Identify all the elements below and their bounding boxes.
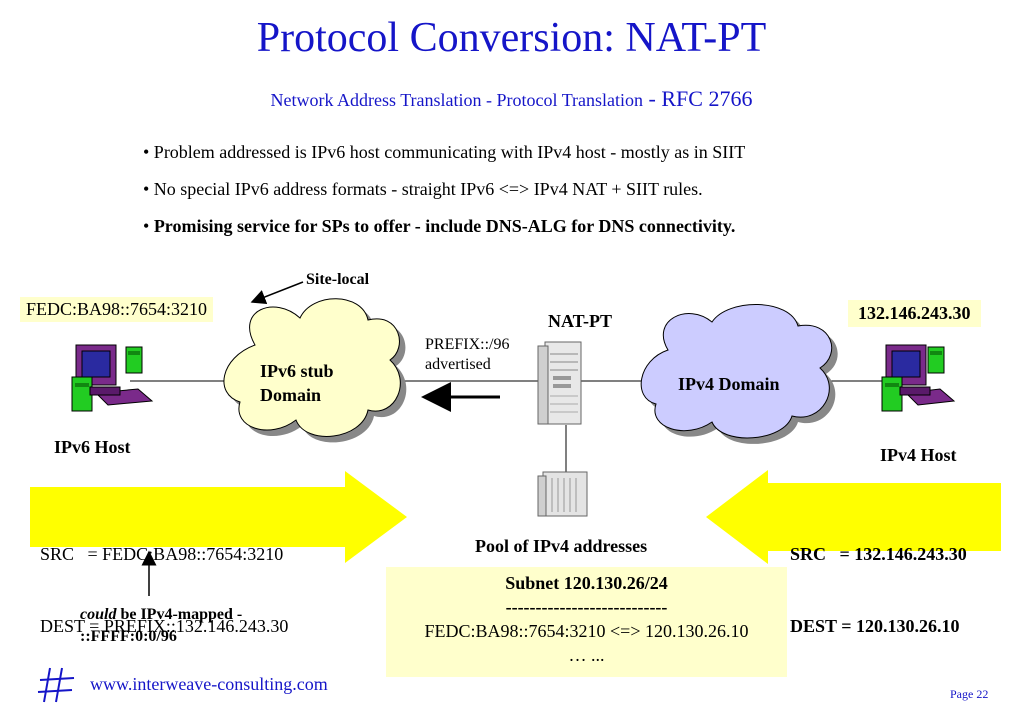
pool-label: Pool of IPv4 addresses bbox=[475, 536, 648, 556]
subnet-title: Subnet 120.130.26/24 bbox=[505, 573, 668, 593]
right-packet-text: SRC = 132.146.243.30 DEST = 120.130.26.1… bbox=[790, 494, 967, 662]
subnet-ellipsis: … ... bbox=[568, 645, 605, 665]
nat-pt-server-icon bbox=[537, 341, 582, 425]
ipv6-cloud-line-1: IPv6 stub bbox=[260, 361, 334, 381]
ipv4-host-computer-icon bbox=[881, 344, 956, 412]
prefix-line-2: advertised bbox=[425, 356, 491, 373]
right-packet-dest: DEST = 120.130.26.10 bbox=[790, 616, 960, 636]
left-packet-dest: DEST = PREFIX::132.146.243.30 bbox=[40, 616, 289, 636]
left-packet-arrow bbox=[30, 471, 407, 563]
ipv4-host-label: IPv4 Host bbox=[880, 445, 957, 465]
left-packet-text: SRC = FEDC:BA98::7654:3210 DEST = PREFIX… bbox=[40, 494, 288, 662]
subnet-mapping: FEDC:BA98::7654:3210 <=> 120.130.26.10 bbox=[424, 621, 749, 641]
subnet-divider: --------------------------- bbox=[505, 597, 668, 617]
ipv4-cloud bbox=[640, 304, 838, 444]
left-packet-src: SRC = FEDC:BA98::7654:3210 bbox=[40, 544, 284, 564]
bullet-2: • No special IPv6 address formats - stra… bbox=[143, 179, 703, 199]
mapped-note-italic: could bbox=[80, 606, 117, 623]
page-title: Protocol Conversion: NAT-PT bbox=[256, 15, 767, 61]
bullet-3-text: Promising service for SPs to offer - inc… bbox=[153, 216, 736, 236]
prefix-label: PREFIX::/96 advertised bbox=[425, 335, 509, 375]
ipv6-host-label: IPv6 Host bbox=[54, 437, 131, 457]
right-packet-src: SRC = 132.146.243.30 bbox=[790, 544, 967, 564]
subtitle-main: Network Address Translation - Protocol T… bbox=[270, 90, 644, 110]
bullet-3-marker: • bbox=[143, 216, 154, 236]
mapped-note-rest: be IPv4-mapped - bbox=[116, 606, 243, 623]
hash-logo-icon bbox=[37, 667, 75, 703]
pool-server-icon bbox=[537, 471, 588, 517]
mapped-note-line-1: could be IPv4-mapped - bbox=[80, 604, 242, 626]
page-subtitle: Network Address Translation - Protocol T… bbox=[0, 86, 1023, 112]
ipv6-address-box: FEDC:BA98::7654:3210 bbox=[20, 297, 214, 322]
subnet-box: Subnet 120.130.26/24 -------------------… bbox=[386, 567, 787, 677]
nat-pt-label: NAT-PT bbox=[548, 311, 613, 331]
mapped-note-line-2: ::FFFF:0:0/96 bbox=[80, 628, 177, 645]
ipv6-address: FEDC:BA98::7654:3210 bbox=[26, 299, 208, 319]
ipv4-address-box: 132.146.243.30 bbox=[848, 300, 981, 327]
site-local-label: Site-local bbox=[306, 271, 370, 288]
bullet-3: • Promising service for SPs to offer - i… bbox=[143, 216, 735, 237]
bullet-1: • Problem addressed is IPv6 host communi… bbox=[143, 142, 746, 162]
ipv4-address: 132.146.243.30 bbox=[858, 303, 971, 323]
prefix-line-1: PREFIX::/96 bbox=[425, 336, 510, 353]
site-local-arrow bbox=[250, 281, 304, 305]
subtitle-rfc: - RFC 2766 bbox=[643, 86, 753, 111]
ipv4-cloud-label: IPv4 Domain bbox=[678, 374, 780, 394]
footer-url-link[interactable]: www.interweave-consulting.com bbox=[90, 674, 328, 694]
page-number: Page 22 bbox=[950, 687, 989, 701]
right-packet-arrow bbox=[706, 470, 1001, 564]
ipv6-cloud-line-2: Domain bbox=[260, 385, 322, 405]
ipv6-cloud bbox=[223, 298, 407, 443]
mapped-note: could be IPv4-mapped - ::FFFF:0:0/96 bbox=[80, 604, 242, 648]
ipv6-host-computer-icon bbox=[71, 344, 154, 412]
ipv6-cloud-label: IPv6 stub Domain bbox=[260, 359, 334, 407]
